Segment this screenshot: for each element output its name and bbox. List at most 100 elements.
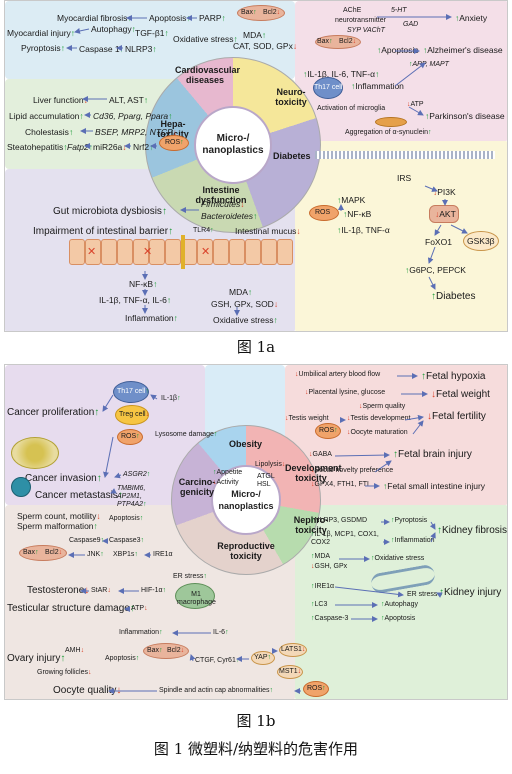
category-cardio: Cardiovascular diseases bbox=[175, 65, 241, 85]
int-mucus: Intestinal mucus↓ bbox=[235, 226, 301, 236]
rep-hif1a: HIF-1α↑ bbox=[141, 587, 167, 594]
dev-hypoxia: ↑Fetal hypoxia bbox=[421, 371, 486, 382]
neuro-synuclein: Aggregation of α-synuclein↑ bbox=[345, 129, 432, 136]
lats-icon bbox=[279, 643, 307, 657]
cardio-autophagy: Autophagy↑ bbox=[91, 24, 136, 34]
cardio-mda: MDA↑ bbox=[243, 30, 267, 40]
rep-malformation: Sperm malformation↑ bbox=[17, 521, 98, 531]
center-label: Micro-/ nanoplastics bbox=[202, 133, 264, 156]
neuro-gad: GAD bbox=[403, 21, 419, 28]
caption-1b: 图 1b bbox=[236, 712, 276, 730]
carcino-il1b: IL-1β↑ bbox=[161, 395, 181, 402]
neuro-app-mapt: ↑APP, MAPT bbox=[409, 61, 449, 68]
dev-testis-dev: ↓Testis development bbox=[347, 415, 411, 422]
neph-autophagy: ↑Autophagy bbox=[381, 601, 418, 608]
obesity-lipolysis: Lipolysis↓ bbox=[255, 461, 286, 468]
carcino-proliferation: Cancer proliferation↑ bbox=[7, 407, 100, 418]
dev-gpx4: ↓GPX4, FTH1, FTL bbox=[311, 481, 371, 488]
rep-amh: AMH↓ bbox=[65, 647, 85, 654]
rep-testicular: Testicular structure damage↑ bbox=[7, 603, 135, 614]
dev-social: ↓Social novelty preference bbox=[311, 467, 394, 474]
neph-apoptosis: ↑Apoptosis bbox=[381, 615, 416, 622]
myocardial-injury: Myocardial injury↑ bbox=[7, 28, 76, 38]
diabetes-mapk: ↑MAPK bbox=[337, 195, 366, 205]
cardio-bax: Bax↑ bbox=[241, 9, 257, 16]
yap-icon bbox=[251, 651, 275, 665]
hepa-fatp2: Fatp2↑ bbox=[67, 142, 93, 152]
rep-sperm: Sperm count, motility↓ bbox=[17, 511, 101, 521]
neph-fibrosis: ↑Kidney fibrosis bbox=[437, 525, 508, 536]
th17-cell-icon-b bbox=[113, 381, 149, 403]
center-hub: Micro-/ nanoplastics bbox=[194, 106, 272, 184]
category-hepa: Hepa- toxicity bbox=[157, 119, 189, 139]
rep-bcl22: Bcl2↓ bbox=[167, 647, 185, 654]
neuro-cytokines: ↑IL-1β, IL-6, TNF-α↑ bbox=[303, 69, 380, 79]
diabetes-diabetes: ↑Diabetes bbox=[431, 291, 476, 302]
category-obesity: Obesity bbox=[229, 439, 263, 449]
dev-small-intestine: ↑Fetal small intestine injury bbox=[383, 481, 486, 491]
rep-mst1: MST1↓ bbox=[279, 668, 302, 675]
rep-bax2: Bax↑ bbox=[147, 647, 163, 654]
hepa-lipid-genes: Cd36, Pparg, Ppara↑ bbox=[93, 111, 173, 121]
neph-ire1a: ↑IRE1α bbox=[311, 583, 335, 590]
membrane bbox=[315, 151, 495, 159]
neuro-parkinsons: ↑Parkinson's disease bbox=[425, 111, 505, 121]
metastasis-cells-icon bbox=[11, 477, 31, 497]
cancer-cluster-icon bbox=[11, 437, 59, 469]
dev-testis-weight: ↓Testis weight bbox=[285, 415, 329, 422]
neph-er: ER stress bbox=[407, 591, 438, 598]
int-gsh: GSH, GPx, SOD↓ bbox=[211, 299, 279, 309]
int-tlr4: TLR4↑ bbox=[193, 227, 214, 234]
carcino-ros: ROS↑ bbox=[121, 433, 140, 440]
rep-ire1a: IRE1α bbox=[153, 551, 173, 558]
int-oxidative-stress: Oxidative stress↑ bbox=[213, 315, 278, 325]
dev-brain: ↑Fetal brain injury bbox=[393, 449, 472, 460]
int-nfkb: NF-κB↑ bbox=[129, 279, 158, 289]
dev-oocyte: ↓Oocyte maturation bbox=[347, 429, 408, 436]
bax-bcl2-protein bbox=[237, 5, 285, 21]
rep-apoptosis: Apoptosis↑ bbox=[109, 515, 144, 522]
rep-spindle: Spindle and actin cap abnormalities↑ bbox=[159, 687, 274, 694]
gsk3b-icon bbox=[463, 231, 499, 251]
center-label-b: Micro-/ nanoplastics bbox=[218, 489, 274, 511]
rep-lats: LATS1↓ bbox=[281, 646, 306, 653]
neph-pyroptosis: ↑Pyroptosis bbox=[391, 517, 428, 524]
cardio-pyroptosis: Pyroptosis↑ bbox=[21, 43, 65, 53]
hepa-lipid: Lipid accumulation↑ bbox=[9, 111, 84, 121]
neuro-microglia: Activation of microglia bbox=[317, 105, 386, 112]
int-barrier: Impairment of intestinal barrier↑ bbox=[33, 226, 174, 237]
th17-cell-icon bbox=[313, 77, 343, 99]
rep-star: StAR↓ bbox=[91, 587, 111, 594]
neph-oxidative: ↑Oxidative stress bbox=[371, 555, 425, 562]
int-cytokines: IL-1β, TNF-α, IL-6↑ bbox=[99, 295, 172, 305]
dev-sperm-quality: ↓Sperm quality bbox=[359, 403, 406, 410]
treg-cell-icon bbox=[115, 405, 149, 425]
cardio-oxidative-stress: Oxidative stress↑ bbox=[173, 34, 238, 44]
rep-apoptosis2: Apoptosis↑ bbox=[105, 655, 140, 662]
rep-ros: ROS↑ bbox=[307, 685, 326, 692]
neuro-inflammation: ↑Inflammation bbox=[351, 81, 404, 91]
rep-er-stress: ER stress↑ bbox=[173, 573, 207, 580]
rep-m1: M1 macrophage bbox=[177, 591, 216, 606]
diabetes-akt: ↓AKT bbox=[435, 209, 456, 219]
category-nephro: Nephro- toxicity bbox=[293, 515, 329, 535]
neuro-apoptosis: ↑Apoptosis bbox=[377, 45, 419, 55]
rep-jnk: JNK↑ bbox=[87, 551, 104, 558]
center-hub-b: Micro-/ nanoplastics bbox=[211, 465, 281, 535]
neuro-atp: ↓ATP bbox=[407, 101, 424, 108]
dev-ros: ROS↑ bbox=[319, 427, 338, 434]
neuro-ache: AChE bbox=[343, 7, 362, 14]
neph-caspase3: ↑Caspase-3 bbox=[311, 615, 349, 622]
hepa-steatohepatitis: Steatohepatitis↑ bbox=[7, 142, 68, 152]
rep-xbp1s: XBP1s↑ bbox=[113, 551, 138, 558]
cardio-cat: CAT, SOD, GPx↓ bbox=[233, 41, 298, 51]
cardio-parp: PARP↑ bbox=[199, 13, 226, 23]
diabetes-gsk3b: GSK3β bbox=[467, 236, 495, 246]
category-neuro: Neuro- toxicity bbox=[275, 87, 307, 107]
obesity-appetite: ↑Appetite bbox=[213, 469, 243, 476]
carcino-invasion: Cancer invasion↑ bbox=[25, 473, 102, 484]
int-inflammation: Inflammation↑ bbox=[125, 313, 178, 323]
rep-caspase3: Caspase3↑ bbox=[109, 537, 145, 544]
figure-1b-arrows bbox=[68, 373, 443, 694]
rep-bax: Bax↑ bbox=[23, 549, 39, 556]
